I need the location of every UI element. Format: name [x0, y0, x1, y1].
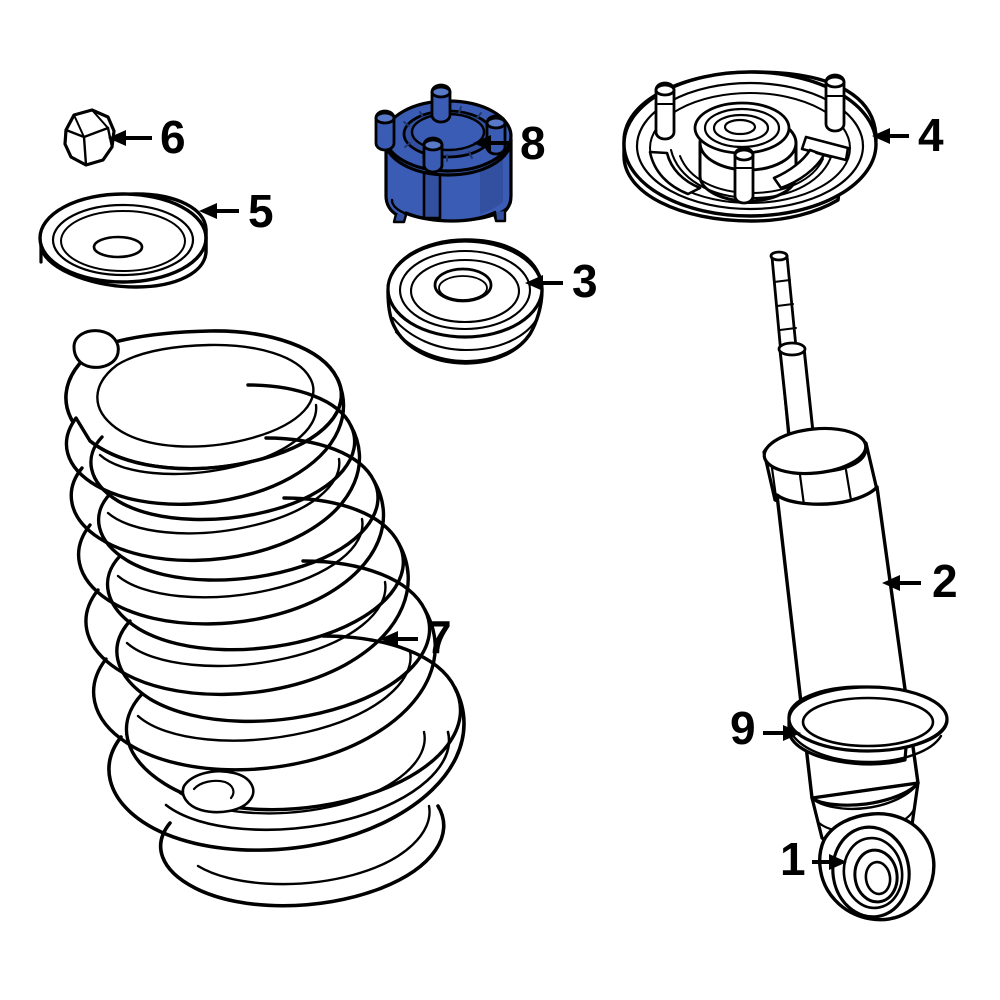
part-4-upper-strut-mount-plate [622, 70, 878, 223]
arrow-6 [108, 130, 152, 146]
arrow-7 [380, 631, 418, 647]
arrow-2 [882, 575, 921, 591]
callout-label-4: 4 [918, 109, 944, 161]
part-8-shock-absorber-upper-mount-bracket [374, 83, 513, 224]
callout-label-8: 8 [520, 117, 546, 169]
arrow-8 [473, 135, 511, 151]
callout-label-3: 3 [572, 255, 598, 307]
callout-label-2: 2 [932, 555, 958, 607]
part-7-coil-spring [64, 329, 466, 908]
callout-label-1: 1 [780, 833, 806, 885]
part-2-shock-absorber [762, 250, 936, 922]
callout-arrows [108, 128, 921, 870]
arrow-5 [199, 203, 239, 219]
callout-label-9: 9 [730, 702, 756, 754]
part-3-jounce-bumper [386, 238, 544, 365]
arrow-3 [525, 275, 563, 291]
arrow-9 [763, 725, 801, 741]
arrow-1 [812, 854, 847, 870]
part-5-upper-spring-insulator-seat [38, 192, 208, 289]
arrow-4 [872, 128, 909, 144]
callout-label-7: 7 [426, 611, 452, 663]
part-6-shock-mount-nut [63, 108, 116, 167]
callout-label-6: 6 [160, 111, 186, 163]
part-9-dust-shield-bumper-ring [787, 685, 949, 766]
part-1-shock-absorber-lower-eye-bushing [831, 825, 911, 919]
callout-label-5: 5 [248, 185, 274, 237]
